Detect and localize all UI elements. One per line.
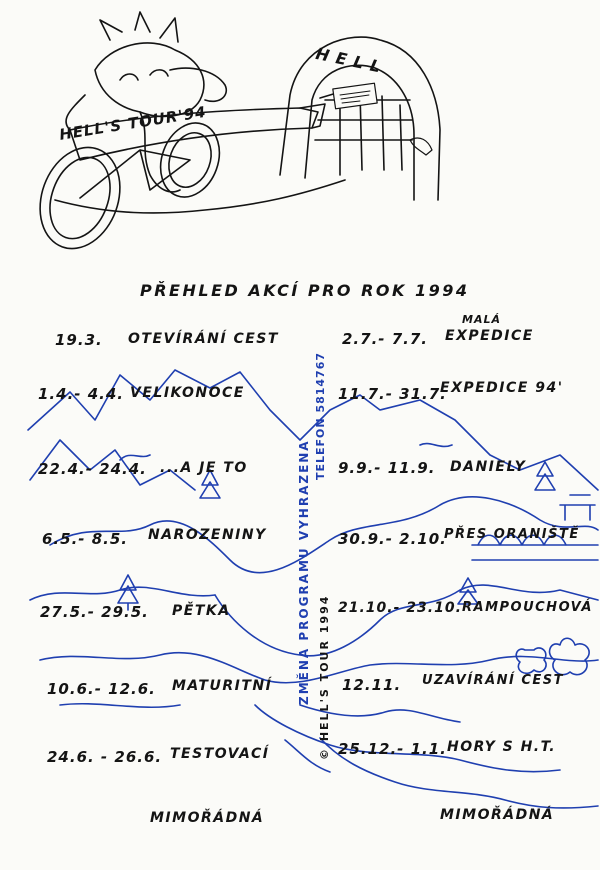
event-name: NAROZENINY bbox=[148, 527, 267, 543]
event-date: 24.6. - 26.6. bbox=[47, 748, 163, 766]
event-date: 22.4.- 24.4. bbox=[38, 460, 147, 478]
phone-note: TELEFON 5814767 bbox=[314, 351, 327, 480]
event-name: HORY S H.T. bbox=[447, 739, 557, 755]
event-name: PŘES ORANIŠTĚ bbox=[444, 527, 580, 542]
event-date: 1.4.- 4.4. bbox=[38, 385, 124, 403]
event-date: 9.9.- 11.9. bbox=[338, 459, 436, 477]
page-title: PŘEHLED AKCÍ PRO ROK 1994 bbox=[140, 281, 470, 300]
event-name: UZAVÍRÁNÍ CEST bbox=[422, 673, 565, 688]
event-date: 21.10.- 23.10. bbox=[338, 600, 462, 616]
footer-right: MIMOŘÁDNÁ bbox=[440, 807, 555, 823]
event-name: RAMPOUCHOVÁ bbox=[462, 600, 593, 615]
event-date: 19.3. bbox=[55, 331, 103, 349]
event-note: MALÁ bbox=[462, 313, 501, 326]
event-name: DANIELY bbox=[450, 459, 527, 475]
event-name: VELIKONOCE bbox=[130, 385, 245, 401]
event-date: 2.7.- 7.7. bbox=[342, 330, 428, 348]
event-name: MATURITNÍ bbox=[172, 678, 273, 694]
event-date: 27.5.- 29.5. bbox=[40, 603, 149, 621]
event-date: 25.12.- 1.1. bbox=[338, 740, 447, 758]
event-date: 6.5.- 8.5. bbox=[42, 530, 128, 548]
event-name: EXPEDICE 94' bbox=[440, 380, 564, 396]
program-change-note: ZMĚNA PROGRAMU VYHRAZENA bbox=[297, 439, 311, 705]
event-name: ...A JE TO bbox=[160, 460, 248, 476]
event-name: OTEVÍRÁNÍ CEST bbox=[128, 331, 279, 347]
event-name: EXPEDICE bbox=[445, 328, 534, 344]
event-name: TESTOVACÍ bbox=[170, 746, 270, 762]
event-date: 11.7.- 31.7. bbox=[338, 385, 447, 403]
copyright-note: © HELL'S TOUR 1994 bbox=[318, 594, 331, 760]
event-date: 10.6.- 12.6. bbox=[47, 680, 156, 698]
event-date: 12.11. bbox=[342, 676, 402, 694]
footer-left: MIMOŘÁDNÁ bbox=[150, 810, 265, 826]
event-date: 30.9.- 2.10. bbox=[338, 530, 447, 548]
event-name: PĚTKA bbox=[172, 603, 231, 619]
